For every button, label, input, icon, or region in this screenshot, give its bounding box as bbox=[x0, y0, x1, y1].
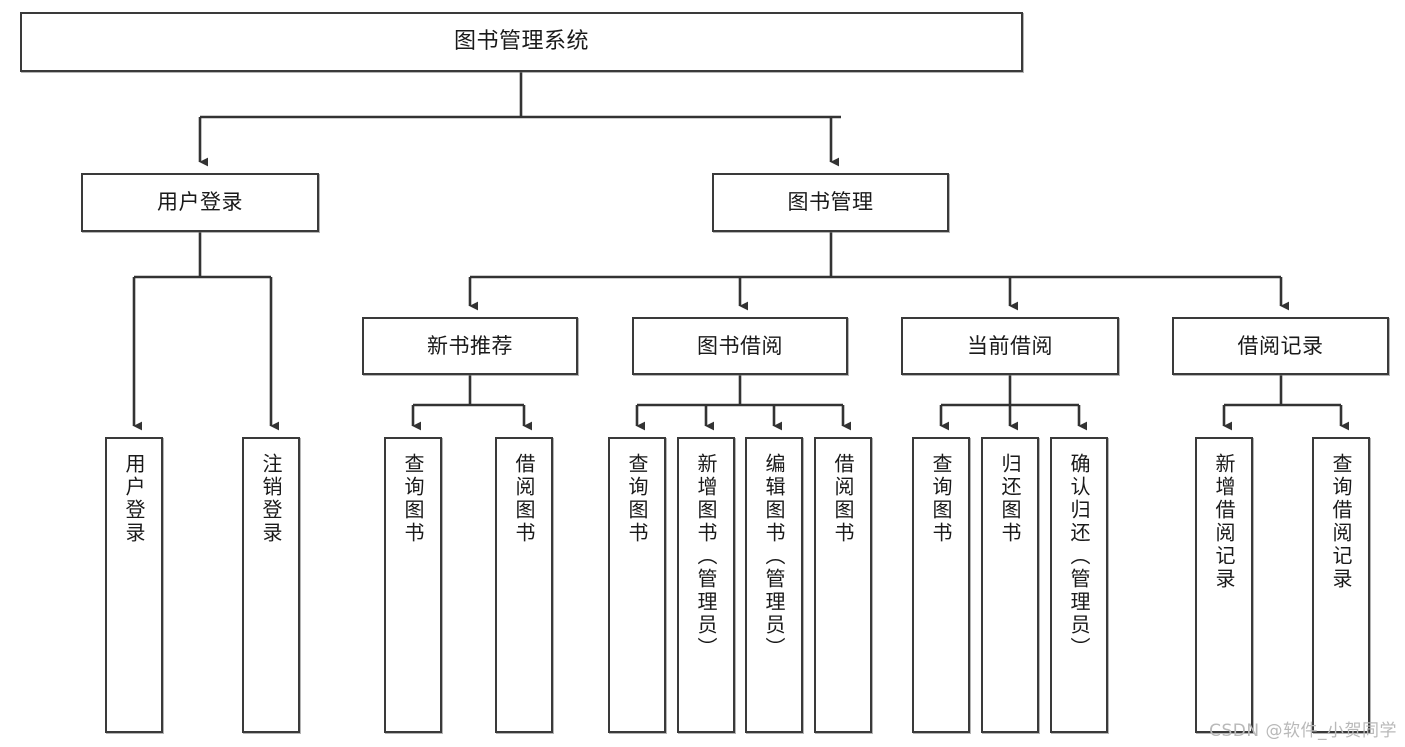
node-label: 注销登录 bbox=[259, 453, 283, 545]
node-label: 查询图书 bbox=[625, 453, 649, 545]
leaf-borrow-add-book[interactable]: 新增图书（管理员） bbox=[677, 437, 735, 733]
node-label: 新增图书（管理员） bbox=[694, 453, 718, 660]
leaf-recommend-query-book[interactable]: 查询图书 bbox=[384, 437, 442, 733]
node-borrow-record[interactable]: 借阅记录 bbox=[1172, 317, 1389, 375]
leaf-current-confirm-return[interactable]: 确认归还（管理员） bbox=[1050, 437, 1108, 733]
node-new-book-recommend[interactable]: 新书推荐 bbox=[362, 317, 578, 375]
node-label: 图书借阅 bbox=[697, 333, 783, 358]
node-label: 查询图书 bbox=[401, 453, 425, 545]
node-label: 用户登录 bbox=[122, 453, 146, 545]
leaf-recommend-borrow-book[interactable]: 借阅图书 bbox=[495, 437, 553, 733]
leaf-logout[interactable]: 注销登录 bbox=[242, 437, 300, 733]
node-user-login[interactable]: 用户登录 bbox=[81, 173, 319, 232]
node-current-borrow[interactable]: 当前借阅 bbox=[901, 317, 1119, 375]
leaf-borrow-query-book[interactable]: 查询图书 bbox=[608, 437, 666, 733]
node-label: 借阅图书 bbox=[512, 453, 536, 545]
leaf-current-query-book[interactable]: 查询图书 bbox=[912, 437, 970, 733]
node-book-borrow[interactable]: 图书借阅 bbox=[632, 317, 848, 375]
leaf-borrow-borrow-book[interactable]: 借阅图书 bbox=[814, 437, 872, 733]
leaf-record-query-record[interactable]: 查询借阅记录 bbox=[1312, 437, 1370, 733]
node-label: 归还图书 bbox=[998, 453, 1022, 545]
node-label: 图书管理系统 bbox=[453, 29, 589, 55]
node-label: 查询借阅记录 bbox=[1329, 453, 1353, 591]
watermark-text: CSDN @软件_小贺同学 bbox=[1209, 721, 1397, 741]
node-label: 编辑图书（管理员） bbox=[762, 453, 786, 660]
node-label: 用户登录 bbox=[157, 190, 243, 215]
leaf-current-return-book[interactable]: 归还图书 bbox=[981, 437, 1039, 733]
node-root-system[interactable]: 图书管理系统 bbox=[20, 12, 1023, 72]
node-label: 新增借阅记录 bbox=[1212, 453, 1236, 591]
node-label: 新书推荐 bbox=[427, 333, 513, 358]
leaf-user-login[interactable]: 用户登录 bbox=[105, 437, 163, 733]
node-label: 查询图书 bbox=[929, 453, 953, 545]
leaf-borrow-edit-book[interactable]: 编辑图书（管理员） bbox=[745, 437, 803, 733]
node-book-management[interactable]: 图书管理 bbox=[712, 173, 949, 232]
node-label: 借阅记录 bbox=[1237, 333, 1324, 358]
node-label: 当前借阅 bbox=[967, 333, 1053, 358]
node-label: 借阅图书 bbox=[831, 453, 855, 545]
node-label: 确认归还（管理员） bbox=[1067, 453, 1091, 660]
leaf-record-add-record[interactable]: 新增借阅记录 bbox=[1195, 437, 1253, 733]
node-label: 图书管理 bbox=[787, 190, 874, 215]
